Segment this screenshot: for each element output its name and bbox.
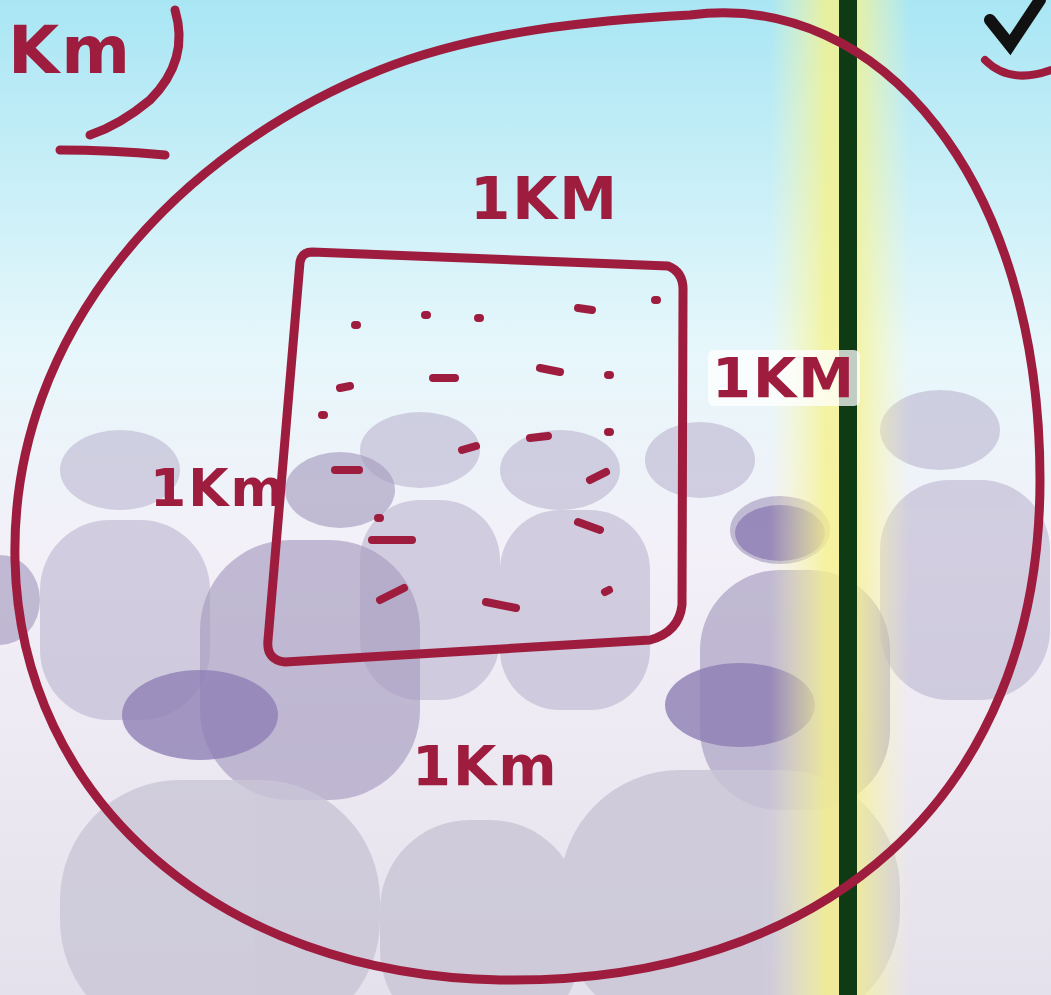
dimension-label: 1Km [150,462,287,514]
dimension-label: 1Km [412,738,559,794]
unit-label: Km [8,18,132,84]
dimension-label: 1KM [470,170,619,228]
dimension-label: 1KM [708,350,860,406]
